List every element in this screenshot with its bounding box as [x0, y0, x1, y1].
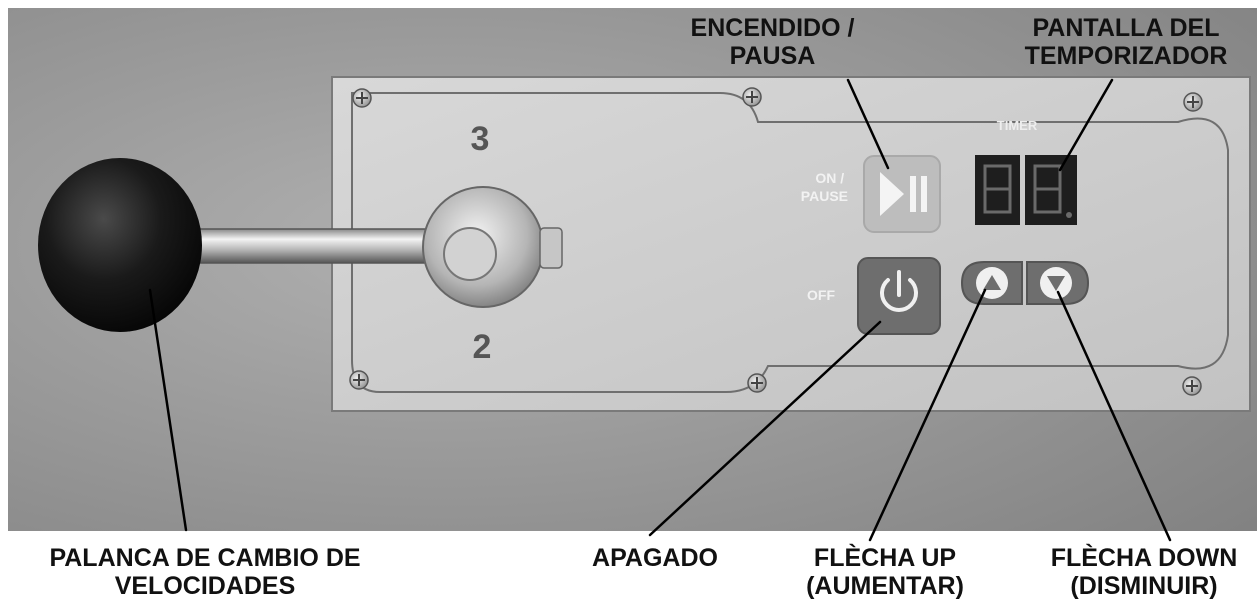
lever-ball-knob[interactable]	[38, 158, 202, 332]
label-pantalla-line1: PANTALLA DEL	[1032, 14, 1220, 42]
svg-text:ON / PAUSE: ON / PAUSE	[801, 170, 848, 204]
label-apagado-text: APAGADO	[592, 544, 718, 572]
screw-top-right	[1183, 92, 1203, 112]
lever-rod	[184, 228, 451, 264]
lever-pivot-cap	[443, 227, 497, 281]
lever-nut	[539, 227, 563, 269]
up-arrow-icon	[983, 275, 1001, 290]
screw-top-middle	[742, 87, 762, 107]
leader-line-up	[868, 288, 987, 542]
label-down-line1: FLÈCHA DOWN	[1050, 544, 1238, 572]
label-palanca: PALANCA DE CAMBIO DE VELOCIDADES	[15, 544, 395, 600]
label-up-line1: FLÈCHA UP	[813, 544, 957, 572]
leader-line-apagado	[648, 320, 882, 537]
label-pantalla-temporizador: PANTALLA DEL TEMPORIZADOR	[1000, 14, 1252, 70]
label-flecha-down: FLÈCHA DOWN (DISMINUIR)	[1035, 544, 1253, 600]
timer-display	[975, 155, 1077, 225]
label-apagado: APAGADO	[565, 544, 745, 572]
label-flecha-up: FLÈCHA UP (AUMENTAR)	[790, 544, 980, 600]
leader-line-pantalla	[1058, 78, 1114, 172]
label-palanca-line2: VELOCIDADES	[114, 572, 296, 600]
down-arrow-icon	[1047, 276, 1065, 291]
screw-bottom-left	[349, 370, 369, 390]
leader-line-palanca	[148, 288, 188, 532]
label-encendido-line1: ENCENDIDO /	[690, 14, 855, 42]
label-palanca-line1: PALANCA DE CAMBIO DE	[49, 544, 361, 572]
leader-line-encendido	[846, 78, 890, 170]
label-pantalla-line2: TEMPORIZADOR	[1024, 42, 1228, 70]
off-text: OFF	[807, 287, 835, 303]
play-icon	[880, 172, 904, 216]
label-up-line2: (AUMENTAR)	[806, 572, 964, 600]
pause-icon-bar-right	[921, 176, 927, 212]
label-down-line2: (DISMINUIR)	[1070, 572, 1218, 600]
down-arrow-button[interactable]	[1026, 261, 1090, 305]
on-pause-button[interactable]	[863, 155, 941, 233]
screw-top-left	[352, 88, 372, 108]
label-encendido-line2: PAUSA	[729, 42, 816, 70]
up-arrow-button[interactable]	[960, 261, 1023, 305]
off-button[interactable]	[857, 257, 941, 335]
on-pause-text-line1: ON /	[815, 170, 844, 186]
timer-text: TIMER	[997, 118, 1038, 133]
gear-shift-lever[interactable]	[38, 158, 563, 332]
screw-bottom-right	[1182, 376, 1202, 396]
label-encendido-pausa: ENCENDIDO / PAUSA	[645, 14, 900, 70]
leader-line-down	[1056, 290, 1172, 542]
pause-icon-bar-left	[910, 176, 916, 212]
on-pause-text-line2: PAUSE	[801, 188, 848, 204]
gear-label-2: 2	[473, 328, 492, 366]
screw-bottom-middle	[747, 373, 767, 393]
gear-label-3: 3	[471, 120, 490, 158]
panel-border-outline	[351, 92, 1229, 393]
power-icon	[880, 270, 918, 312]
